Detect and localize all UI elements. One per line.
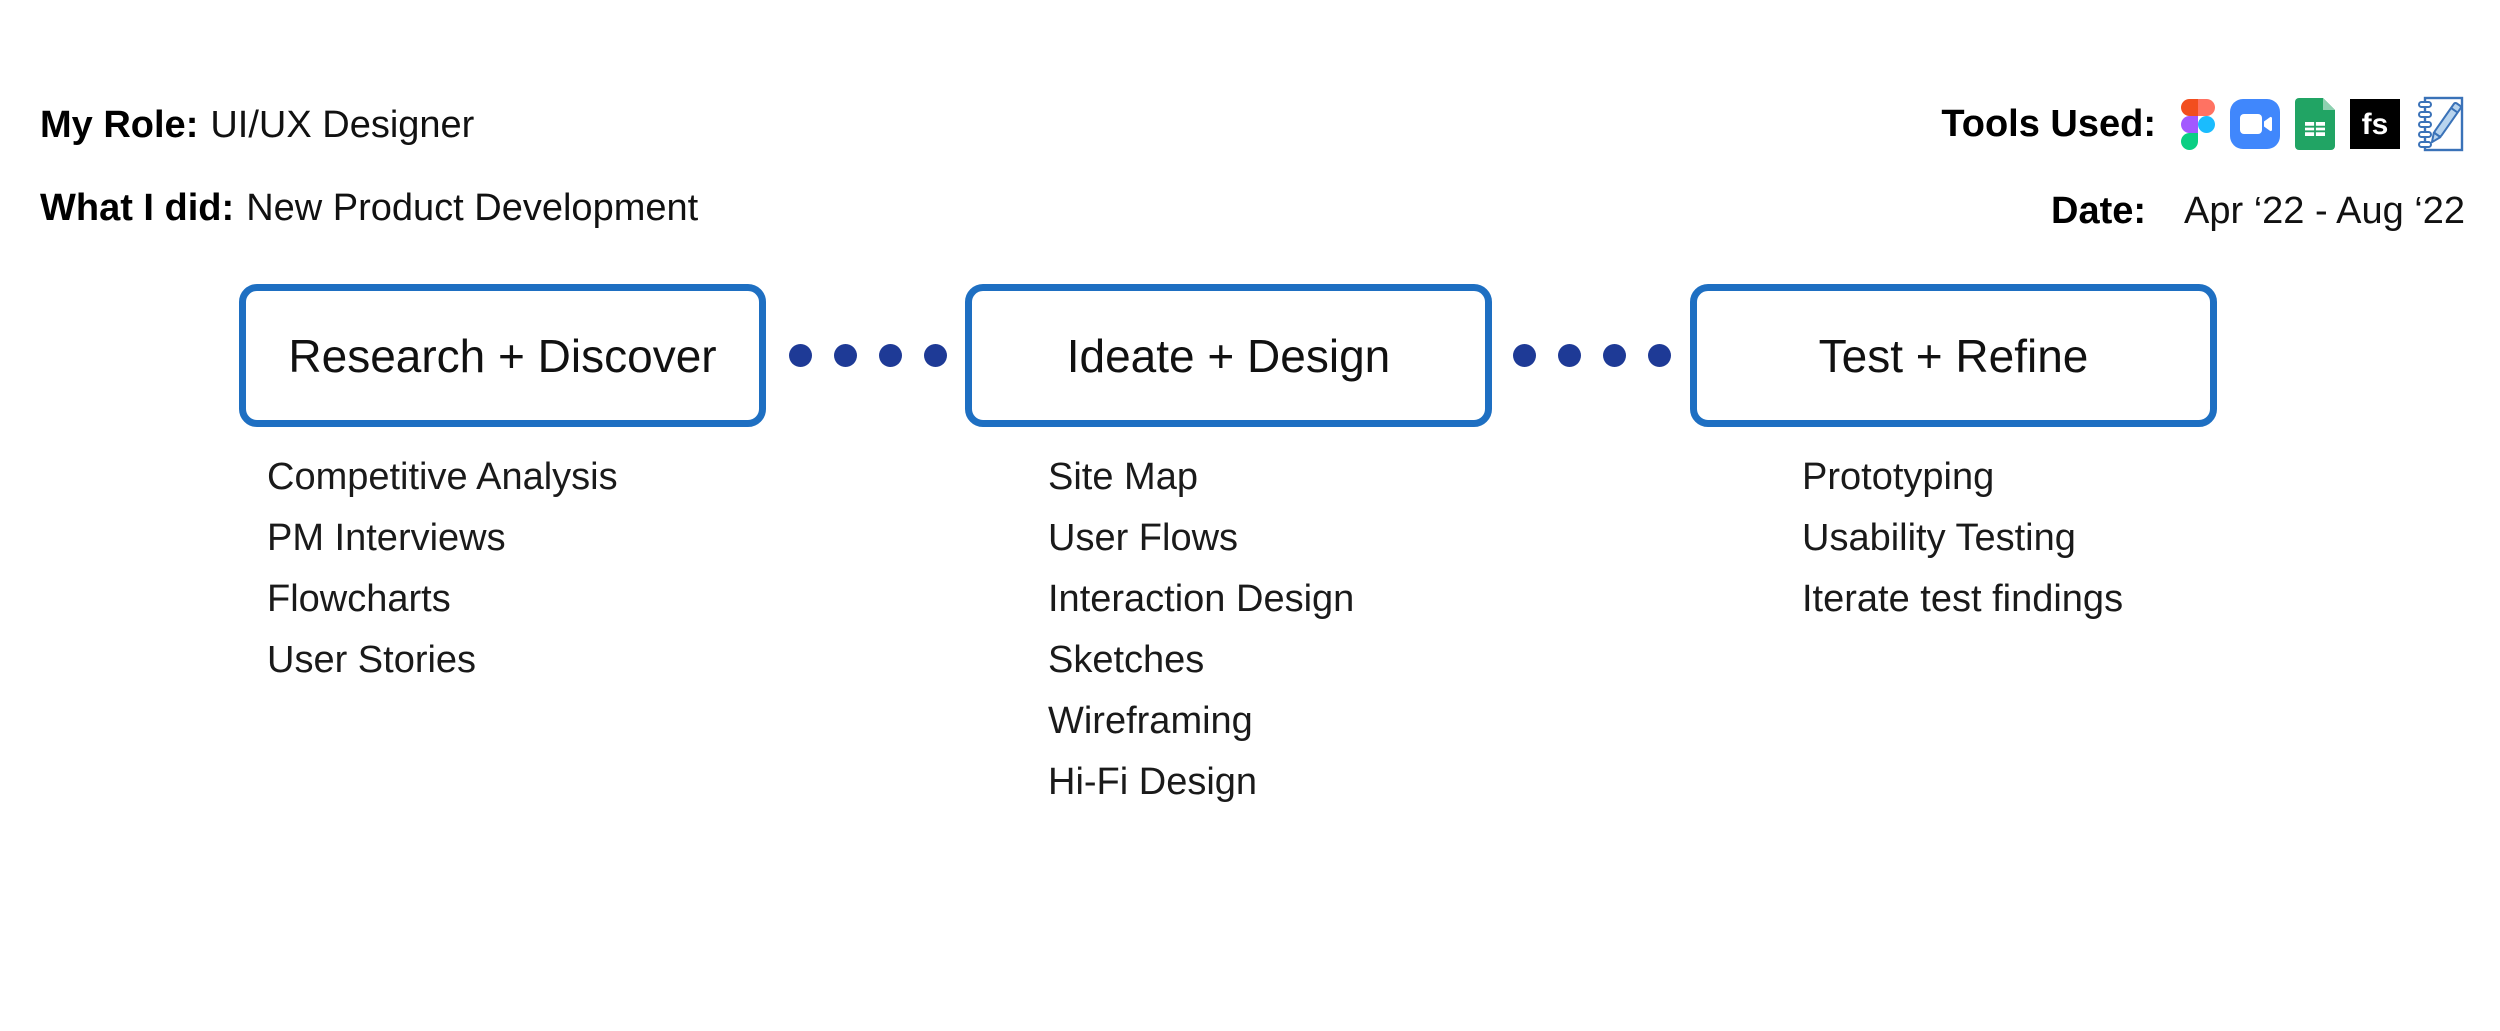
connector-dot: [789, 344, 812, 367]
date-label: Date:: [2051, 190, 2147, 232]
stage-title: Research + Discover: [288, 329, 717, 382]
stage-list-test-refine: Prototyping Usability Testing Iterate te…: [1802, 447, 2123, 630]
my-role-label: My Role:: [40, 104, 199, 146]
stage-box-ideate-design: Ideate + Design: [965, 284, 1492, 427]
list-item: User Stories: [267, 639, 477, 681]
connector-dot: [879, 344, 902, 367]
date-row: Date: Apr ‘22 - Aug ‘22: [2051, 190, 2465, 233]
tools-used-row: Tools Used:: [1941, 94, 2465, 154]
my-role-value: UI/UX Designer: [210, 104, 475, 146]
connector-dots-2: [1513, 344, 1671, 367]
fullstory-icon: fs: [2350, 99, 2400, 149]
stage-box-research-discover: Research + Discover: [239, 284, 766, 427]
list-item: Prototyping: [1802, 456, 1995, 498]
figma-icon: [2181, 98, 2215, 150]
google-sheets-icon: [2295, 98, 2335, 150]
what-i-did-value: New Product Development: [246, 187, 699, 229]
list-item: Hi-Fi Design: [1048, 761, 1258, 803]
list-item: Competitive Analysis: [267, 456, 618, 498]
stage-list-ideate-design: Site Map User Flows Interaction Design S…: [1048, 447, 1354, 813]
fullstory-text: fs: [2362, 108, 2389, 141]
stage-title: Test + Refine: [1818, 329, 2089, 382]
list-item: Interaction Design: [1048, 578, 1355, 620]
what-i-did-line: What I did: New Product Development: [40, 187, 698, 230]
stage-box-test-refine: Test + Refine: [1690, 284, 2217, 427]
tools-used-label: Tools Used:: [1941, 102, 2156, 145]
what-i-did-label: What I did:: [40, 187, 235, 229]
connector-dots-1: [789, 344, 947, 367]
date-value: Apr ‘22 - Aug ‘22: [2184, 190, 2465, 232]
list-item: Wireframing: [1048, 700, 1253, 742]
stage-title: Ideate + Design: [1066, 329, 1391, 382]
list-item: Site Map: [1048, 456, 1198, 498]
list-item: Usability Testing: [1802, 517, 2076, 559]
connector-dot: [1513, 344, 1536, 367]
stage-list-research-discover: Competitive Analysis PM Interviews Flowc…: [267, 447, 618, 691]
connector-dot: [1648, 344, 1671, 367]
connector-dot: [834, 344, 857, 367]
zoom-icon: [2230, 99, 2280, 149]
notebook-pen-icon: [2415, 95, 2465, 153]
list-item: User Flows: [1048, 517, 1239, 559]
list-item: PM Interviews: [267, 517, 506, 559]
list-item: Sketches: [1048, 639, 1205, 681]
my-role-line: My Role: UI/UX Designer: [40, 104, 474, 147]
connector-dot: [1558, 344, 1581, 367]
list-item: Iterate test findings: [1802, 578, 2124, 620]
connector-dot: [924, 344, 947, 367]
list-item: Flowcharts: [267, 578, 451, 620]
connector-dot: [1603, 344, 1626, 367]
